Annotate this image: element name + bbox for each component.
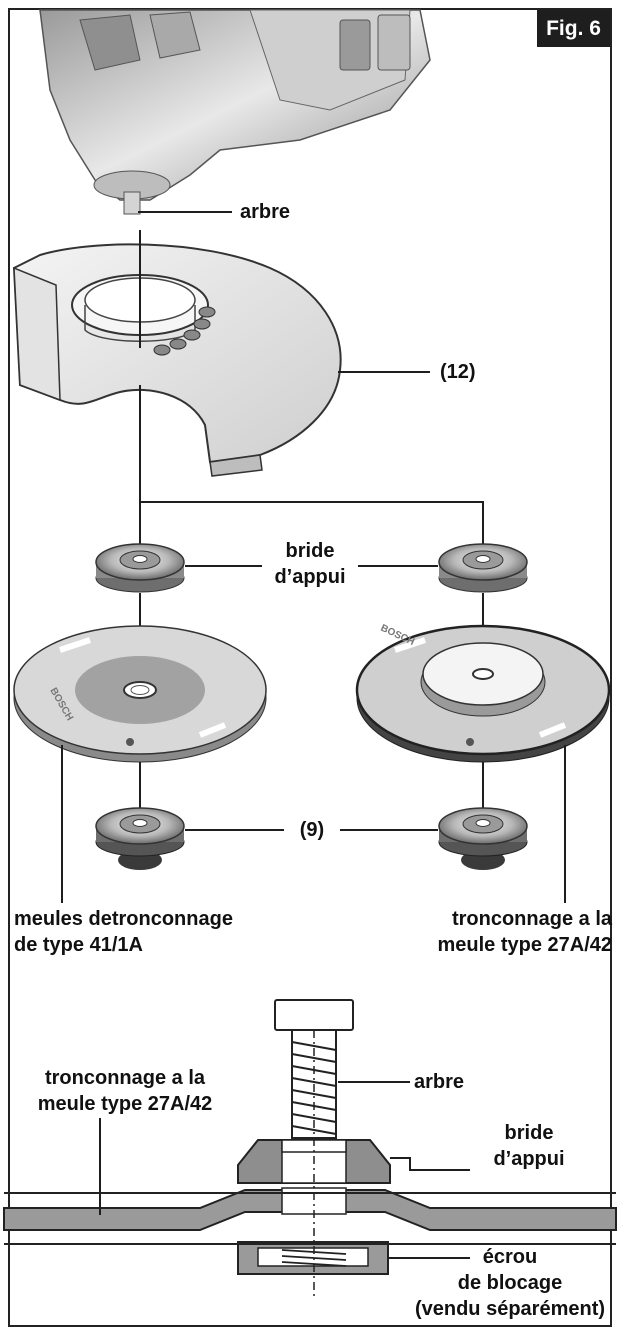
label-guard-ref: (12) — [440, 361, 476, 383]
wheel-guard — [12, 243, 342, 477]
axis-branch-right — [140, 501, 484, 545]
bride-section-leader — [390, 1157, 470, 1171]
label-ecrou-3: (vendu séparément) — [414, 1298, 606, 1320]
label-section-wheel-1: tronconnage a la — [44, 1067, 206, 1089]
label-bride-top-2: d’appui — [274, 566, 346, 588]
label-left-wheel-2: de type 41/1A — [14, 934, 143, 956]
label-right-wheel-1: tronconnage a la — [451, 908, 612, 930]
figure-frame — [8, 8, 612, 1327]
label-bride-section-1: bride — [504, 1122, 554, 1144]
figure-badge: Fig. 6 — [537, 10, 610, 47]
right-backing-flange — [438, 543, 528, 593]
cross-section — [3, 999, 617, 1300]
left-cutting-wheel — [13, 625, 267, 763]
label-ecrou-1: écrou — [482, 1246, 538, 1268]
label-arbre-top: arbre — [240, 201, 291, 223]
left-backing-flange — [95, 543, 185, 593]
right-lock-nut — [438, 807, 528, 870]
label-section-wheel-2: meule type 27A/42 — [37, 1093, 213, 1115]
label-bride-section-2: d’appui — [493, 1148, 565, 1170]
label-ecrou-2: de blocage — [457, 1272, 563, 1294]
right-depressed-center-wheel — [355, 624, 611, 763]
label-arbre-section: arbre — [414, 1071, 465, 1093]
label-left-wheel-1: meules detronconnage — [14, 908, 233, 930]
label-nut-ref: (9) — [299, 819, 325, 841]
grinder-head — [39, 9, 431, 215]
label-bride-top-1: bride — [285, 540, 335, 562]
label-right-wheel-2: meule type 27A/42 — [437, 934, 612, 956]
left-lock-nut — [95, 807, 185, 870]
